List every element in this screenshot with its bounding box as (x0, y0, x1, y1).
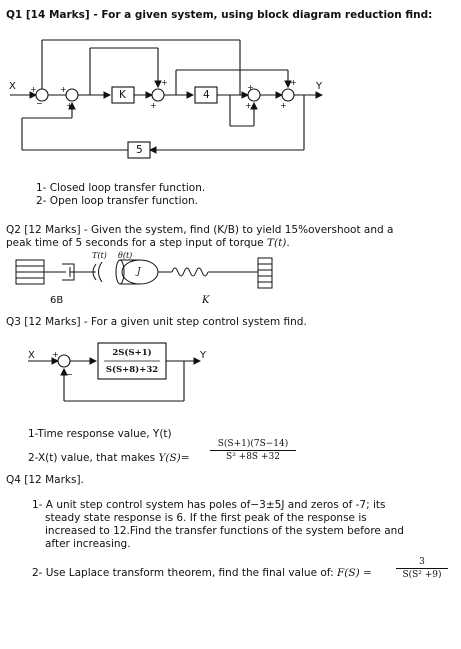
q2-header-line2: peak time of 5 seconds for a step input … (6, 237, 290, 250)
q3-block-denominator: S(S+8)+32 (105, 365, 159, 375)
q1-input-label: X (9, 81, 16, 92)
q3-block-numerator: 2S(S+1) (112, 348, 152, 358)
q4-item-1-line1: 1- A unit step control system has poles … (32, 499, 386, 511)
svg-text:+: + (247, 83, 254, 92)
q3-output-label: Y (200, 350, 207, 361)
q4-header: Q4 [12 Marks]. (6, 474, 84, 486)
q1-block-4: 4 (203, 89, 210, 101)
q2-header-math: T(t). (266, 237, 290, 249)
q3-item-2-text: 2-X(t) value, that makes (28, 452, 159, 464)
q2-damper-label: 6B (50, 295, 64, 306)
svg-text:+: + (245, 101, 252, 110)
q3-item-2: 2-X(t) value, that makes Y(S)= (28, 452, 190, 465)
q1-output-label: Y (316, 81, 323, 92)
q2-mechanical-figure (15, 257, 273, 289)
svg-text:+: + (52, 350, 59, 359)
svg-text:+: + (161, 78, 168, 87)
svg-text:+: + (60, 85, 67, 94)
q1-block-k: K (119, 89, 126, 101)
q4-item-2-denominator: S(S² +9) (402, 570, 442, 580)
q4-item-2: 2- Use Laplace transform theorem, find t… (32, 567, 372, 580)
svg-text:+: + (280, 101, 287, 110)
q4-item-1-line2: steady state response is 6. If the first… (45, 512, 367, 524)
fraction-bar (396, 568, 448, 569)
svg-text:+: + (150, 101, 157, 110)
q3-item-2-numerator: S(S+1)(7S−14) (217, 439, 289, 449)
svg-text:−: − (36, 99, 43, 108)
q3-item-2-fraction: S(S+1)(7S−14) S² +8S +32 (210, 439, 296, 462)
q4-item-1-line4: after increasing. (45, 538, 131, 550)
q2-header-line1: Q2 [12 Marks] - Given the system, find (… (6, 224, 394, 236)
q3-item-2-lhs: Y(S)= (158, 452, 190, 464)
q4-item-2-text: 2- Use Laplace transform theorem, find t… (32, 567, 337, 579)
q3-header: Q3 [12 Marks] - For a given unit step co… (6, 316, 307, 328)
q1-block-diagram: − + + + + + + + + + (10, 39, 324, 159)
q2-spring-label: K (202, 295, 210, 306)
svg-text:−: − (66, 370, 73, 379)
q1-item-2: 2- Open loop transfer function. (36, 195, 198, 207)
q4-item-1-line3: increased to 12.Find the transfer functi… (45, 525, 404, 537)
svg-text:+: + (30, 85, 37, 94)
q3-item-2-denominator: S² +8S +32 (226, 452, 280, 462)
q4-item-2-numerator: 3 (419, 557, 425, 567)
q3-block-diagram: + − (28, 342, 202, 402)
svg-text:+: + (290, 78, 297, 87)
q3-input-label: X (28, 350, 35, 361)
q1-block-5: 5 (136, 144, 143, 156)
q1-item-1: 1- Closed loop transfer function. (36, 182, 206, 194)
q4-item-2-fraction: 3 S(S² +9) (396, 557, 448, 580)
q3-item-1: 1-Time response value, Y(t) (28, 428, 172, 440)
q2-torque-label: T(t) (92, 251, 107, 260)
q1-header: Q1 [14 Marks] - For a given system, usin… (6, 9, 433, 21)
q2-header-line2-text: peak time of 5 seconds for a step input … (6, 237, 267, 249)
q4-item-2-lhs: F(S) = (337, 567, 372, 579)
svg-text:+: + (66, 101, 73, 110)
q2-angle-label: θ(t) (118, 251, 133, 260)
fraction-bar (210, 450, 296, 451)
q2-inertia-label: J (137, 267, 141, 277)
